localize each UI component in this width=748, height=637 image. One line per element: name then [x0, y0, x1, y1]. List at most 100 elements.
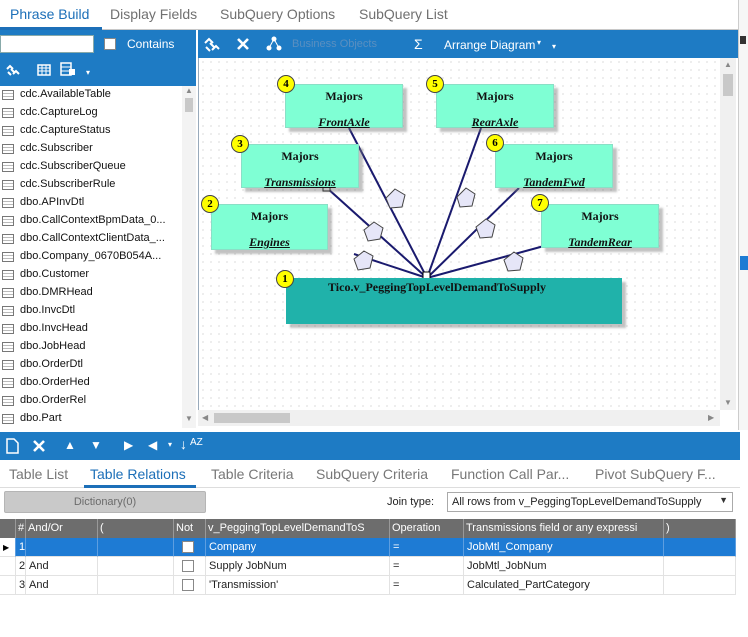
- cell-andor[interactable]: And: [26, 557, 98, 576]
- table-node-rearaxle[interactable]: Majors RearAxle: [436, 84, 554, 129]
- table-list-scrollbar[interactable]: ▲ ▼: [182, 86, 196, 428]
- cell-field[interactable]: 'Transmission': [206, 576, 390, 595]
- tab-phrase-build[interactable]: Phrase Build: [10, 6, 90, 22]
- tab-subquery-criteria[interactable]: SubQuery Criteria: [316, 466, 429, 482]
- move-down-icon[interactable]: ▼: [90, 438, 102, 452]
- tab-subquery-options[interactable]: SubQuery Options: [220, 6, 336, 22]
- dictionary-button[interactable]: Dictionary(0): [4, 491, 206, 513]
- cell-field[interactable]: Supply JobNum: [206, 557, 390, 576]
- not-checkbox[interactable]: [182, 579, 194, 591]
- cell-op[interactable]: =: [390, 538, 464, 557]
- cell-num[interactable]: 2: [16, 557, 26, 576]
- join-type-select[interactable]: All rows from v_PeggingTopLevelDemandToS…: [447, 492, 733, 512]
- chevron-down-icon[interactable]: ▾: [552, 42, 557, 51]
- chevron-down-icon[interactable]: ▾: [86, 68, 91, 77]
- tab-table-criteria[interactable]: Table Criteria: [211, 466, 294, 482]
- table-list-item[interactable]: dbo.InvcDtl: [0, 302, 182, 320]
- table-list-item[interactable]: dbo.CallContextClientData_...: [0, 230, 182, 248]
- tab-subquery-list[interactable]: SubQuery List: [359, 6, 448, 22]
- table-list-item[interactable]: cdc.SubscriberQueue: [0, 158, 182, 176]
- cell-expr[interactable]: JobMtl_Company: [464, 538, 664, 557]
- table-list-item[interactable]: dbo.CallContextBpmData_0...: [0, 212, 182, 230]
- business-objects-button[interactable]: Business Objects: [292, 38, 377, 50]
- collapse-icon[interactable]: [740, 36, 746, 44]
- diagram-horizontal-scrollbar[interactable]: ◀ ▶: [198, 410, 720, 426]
- table-list-item[interactable]: cdc.CaptureLog: [0, 104, 182, 122]
- tab-function-call-parameters[interactable]: Function Call Par...: [451, 466, 570, 482]
- scroll-right-icon[interactable]: ▶: [708, 413, 715, 422]
- diagram-vertical-scrollbar[interactable]: ▲ ▼: [720, 58, 736, 410]
- cell-field[interactable]: Company: [206, 538, 390, 557]
- relation-join-icon[interactable]: [353, 250, 374, 271]
- grid-header-andor[interactable]: And/Or: [26, 519, 98, 538]
- not-checkbox[interactable]: [182, 560, 194, 572]
- table-node-engines[interactable]: Majors Engines: [211, 204, 328, 250]
- scroll-thumb[interactable]: [214, 413, 290, 423]
- table-list-item[interactable]: cdc.Subscriber: [0, 140, 182, 158]
- table-list-item[interactable]: dbo.Part: [0, 410, 182, 428]
- cell-op[interactable]: =: [390, 557, 464, 576]
- cell-paren-open[interactable]: [98, 538, 174, 557]
- chevron-down-icon[interactable]: ▾: [168, 440, 173, 449]
- table-grid-icon[interactable]: [37, 63, 51, 80]
- table-list-item[interactable]: dbo.OrderDtl: [0, 356, 182, 374]
- cell-expr[interactable]: JobMtl_JobNum: [464, 557, 664, 576]
- table-list-item[interactable]: dbo.DMRHead: [0, 284, 182, 302]
- search-input[interactable]: [0, 35, 94, 53]
- scroll-up-icon[interactable]: ▲: [185, 86, 193, 95]
- table-options-icon[interactable]: [60, 61, 76, 80]
- grid-header-left-field[interactable]: v_PeggingTopLevelDemandToS: [206, 519, 390, 538]
- not-cell[interactable]: [174, 576, 206, 595]
- cell-andor[interactable]: [26, 538, 98, 557]
- table-list-item[interactable]: dbo.Company_0670B054A...: [0, 248, 182, 266]
- cell-num[interactable]: 1: [16, 538, 26, 557]
- sort-az-icon[interactable]: ↓: [180, 436, 187, 452]
- tab-table-relations[interactable]: Table Relations: [90, 466, 186, 482]
- table-list-item[interactable]: cdc.AvailableTable: [0, 86, 182, 104]
- scroll-down-icon[interactable]: ▼: [724, 398, 732, 407]
- cell-num[interactable]: 3: [16, 576, 26, 595]
- table-node-tandemrear[interactable]: Majors TandemRear: [541, 204, 659, 249]
- cell-paren-open[interactable]: [98, 557, 174, 576]
- scroll-thumb[interactable]: [723, 74, 733, 96]
- network-icon[interactable]: [266, 36, 282, 55]
- relation-join-icon[interactable]: [503, 251, 524, 272]
- table-node-tandemfwd[interactable]: Majors TandemFwd: [495, 144, 613, 189]
- cell-paren-close[interactable]: [664, 557, 736, 576]
- cell-paren-close[interactable]: [664, 538, 736, 557]
- table-node-transmissions[interactable]: Majors Transmissions: [241, 144, 359, 189]
- tab-pivot-subquery[interactable]: Pivot SubQuery F...: [595, 466, 716, 482]
- tab-display-fields[interactable]: Display Fields: [110, 6, 198, 22]
- delete-icon[interactable]: [236, 37, 250, 54]
- table-list-item[interactable]: cdc.SubscriberRule: [0, 176, 182, 194]
- scroll-down-icon[interactable]: ▼: [185, 414, 193, 423]
- scroll-up-icon[interactable]: ▲: [724, 60, 732, 69]
- grid-header-not[interactable]: Not: [174, 519, 206, 538]
- contains-checkbox[interactable]: [104, 38, 116, 50]
- cell-paren-close[interactable]: [664, 576, 736, 595]
- table-list-item[interactable]: dbo.InvcHead: [0, 320, 182, 338]
- main-table-node[interactable]: Tico.v_PeggingTopLevelDemandToSupply: [286, 278, 622, 324]
- scroll-left-icon[interactable]: ◀: [202, 413, 209, 422]
- relation-join-icon[interactable]: [363, 221, 384, 242]
- relation-join-icon[interactable]: [456, 187, 476, 208]
- tab-table-list[interactable]: Table List: [9, 466, 69, 482]
- relation-join-icon[interactable]: [475, 218, 496, 239]
- grid-header-number[interactable]: #: [16, 519, 26, 538]
- scroll-thumb[interactable]: [185, 98, 193, 112]
- table-list-item[interactable]: dbo.OrderRel: [0, 392, 182, 410]
- query-diagram-canvas[interactable]: Tico.v_PeggingTopLevelDemandToSupply 1 M…: [198, 58, 720, 410]
- grid-header-right-field[interactable]: Transmissions field or any expressi: [464, 519, 664, 538]
- cell-op[interactable]: =: [390, 576, 464, 595]
- sigma-icon[interactable]: Σ: [414, 36, 423, 52]
- arrange-diagram-button[interactable]: Arrange Diagram: [444, 38, 536, 52]
- chevron-down-icon[interactable]: ▾: [537, 38, 542, 47]
- grid-header-close-paren[interactable]: ): [664, 519, 736, 538]
- table-list-item[interactable]: dbo.OrderHed: [0, 374, 182, 392]
- cell-expr[interactable]: Calculated_PartCategory: [464, 576, 664, 595]
- move-left-icon[interactable]: ◀: [148, 438, 158, 452]
- cell-paren-open[interactable]: [98, 576, 174, 595]
